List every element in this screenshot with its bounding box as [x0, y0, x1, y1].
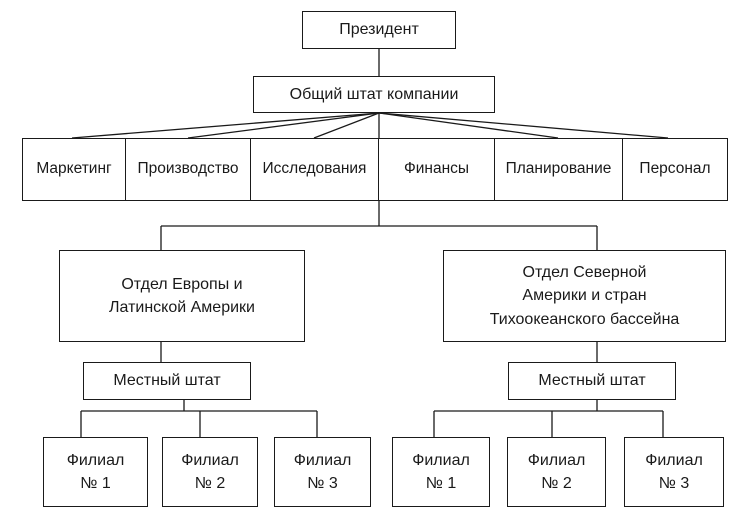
branch-box: Филиал № 1 [43, 437, 148, 507]
president-box: Президент [302, 11, 456, 49]
branch-box: Филиал № 2 [507, 437, 606, 507]
division-label: Отдел Европы и Латинской Америки [109, 275, 255, 316]
local-staff-box-left: Местный штат [83, 362, 251, 400]
division-box-europe-latam: Отдел Европы и Латинской Америки [59, 250, 305, 342]
local-staff-label: Местный штат [113, 372, 221, 390]
branch-box: Филиал № 2 [162, 437, 258, 507]
department-box-planning: Планирование [494, 138, 623, 201]
president-label: Президент [339, 21, 419, 39]
branch-label: Филиал № 3 [293, 451, 352, 492]
department-box-personnel: Персонал [622, 138, 728, 201]
branch-label: Филиал № 1 [412, 451, 470, 492]
branch-box: Филиал № 3 [624, 437, 724, 507]
department-box-marketing: Маркетинг [22, 138, 126, 201]
local-staff-box-right: Местный штат [508, 362, 676, 400]
general-staff-label: Общий штат компании [289, 85, 459, 103]
branch-label: Филиал № 2 [181, 451, 239, 492]
general-staff-box: Общий штат компании [253, 76, 495, 113]
department-label: Финансы [403, 160, 470, 178]
branch-label: Филиал № 2 [527, 451, 586, 492]
department-box-production: Производство [125, 138, 251, 201]
department-label: Исследования [262, 160, 367, 178]
branch-label: Филиал № 1 [66, 451, 125, 492]
local-staff-label: Местный штат [538, 372, 646, 390]
department-label: Планирование [505, 160, 612, 178]
department-label: Персонал [639, 160, 711, 178]
department-label: Производство [137, 160, 239, 178]
division-box-north-america-pacific: Отдел Северной Америки и стран Тихоокеан… [443, 250, 726, 342]
department-box-research: Исследования [250, 138, 379, 201]
branch-box: Филиал № 3 [274, 437, 371, 507]
branch-label: Филиал № 3 [645, 451, 703, 492]
division-label: Отдел Северной Америки и стран Тихоокеан… [489, 264, 680, 328]
branch-box: Филиал № 1 [392, 437, 490, 507]
department-box-finance: Финансы [378, 138, 495, 201]
department-label: Маркетинг [36, 160, 112, 178]
